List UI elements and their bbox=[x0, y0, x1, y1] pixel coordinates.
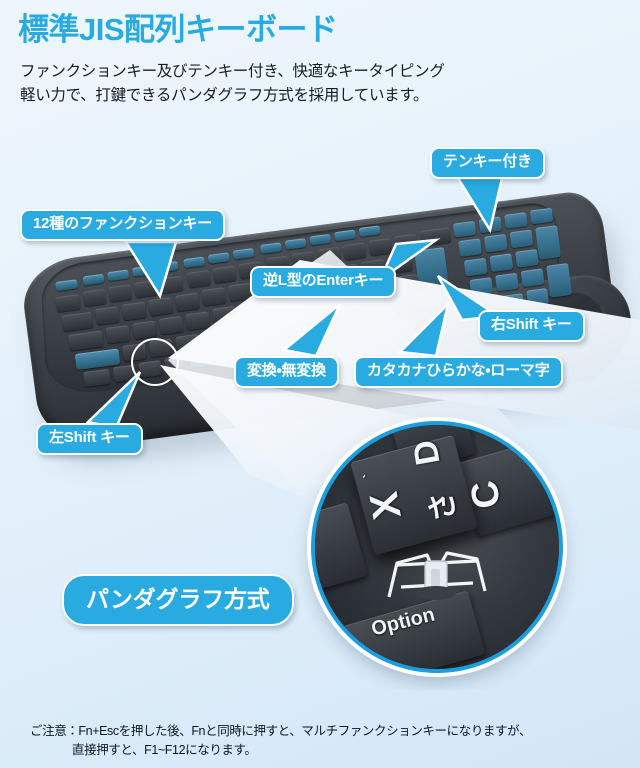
key-numpad-enter bbox=[546, 263, 573, 298]
subtitle-line-1: ファンクションキー及びテンキー付き、快適なキータイピング bbox=[20, 63, 445, 80]
key-6 bbox=[212, 265, 237, 284]
key-numpad-7 bbox=[458, 238, 483, 258]
key-numpad-3 bbox=[520, 268, 545, 288]
key-s bbox=[132, 320, 158, 340]
key-numpad-6 bbox=[515, 248, 539, 268]
key-capslock bbox=[68, 330, 104, 351]
callout-left-shift[interactable]: 左Shift キー bbox=[36, 423, 143, 455]
key-tab bbox=[61, 311, 94, 332]
product-photo: ˋ X さ C D Option 12種の bbox=[0, 130, 640, 690]
key-a bbox=[105, 324, 131, 344]
footnote: ご注意：Fn+Escを押した後、Fnと同時に押すと、マルチファンクションキーにな… bbox=[30, 722, 531, 760]
key-hankaku bbox=[55, 294, 81, 313]
key-g bbox=[211, 305, 237, 325]
callout-right-shift[interactable]: 右Shift キー bbox=[478, 310, 585, 342]
callout-numpad[interactable]: テンキー付き bbox=[430, 147, 545, 179]
key-h bbox=[238, 301, 264, 321]
callout-function-keys[interactable]: 12種のファンクションキー bbox=[20, 209, 226, 241]
callout-tail-katakana bbox=[397, 302, 450, 358]
subtitle-line-2: 軽い力で、打鍵できるパンダグラフ方式を採用しています。 bbox=[20, 87, 429, 105]
callout-katakana[interactable]: カタカナひらかな・ローマ字 bbox=[354, 356, 563, 388]
callout-tail-numpad bbox=[455, 176, 504, 234]
key-1 bbox=[82, 288, 107, 307]
key-f8 bbox=[260, 242, 283, 255]
key-w bbox=[121, 301, 147, 321]
key-f12 bbox=[358, 225, 381, 237]
key-minus bbox=[342, 242, 367, 261]
key-numpad-8 bbox=[483, 233, 508, 253]
key-alt-right bbox=[363, 321, 388, 340]
key-v bbox=[201, 329, 227, 349]
callout-tail-henkan bbox=[282, 303, 342, 358]
key-f10 bbox=[309, 233, 332, 246]
page-title: 標準JIS配列キーボード bbox=[18, 12, 338, 47]
key-b bbox=[228, 323, 254, 343]
key-slash bbox=[361, 300, 387, 320]
key-f11 bbox=[333, 229, 356, 242]
key-f6 bbox=[207, 252, 230, 264]
key-0 bbox=[317, 246, 341, 265]
footnote-line-1: ご注意：Fn+Escを押した後、Fnと同時に押すと、マルチファンクションキーにな… bbox=[30, 724, 532, 738]
key-esc bbox=[55, 279, 79, 292]
page-subtitle: ファンクションキー及びテンキー付き、快適なキータイピング 軽い力で、打鍵できるパ… bbox=[20, 60, 445, 108]
key-f1 bbox=[82, 273, 105, 286]
key-q bbox=[94, 306, 120, 326]
footnote-line-2: 直接押すと、F1~F12になります。 bbox=[72, 742, 257, 757]
key-5 bbox=[187, 269, 211, 288]
callout-enter-key[interactable]: 逆L型のEnterキー bbox=[250, 266, 397, 298]
key-f7 bbox=[232, 247, 255, 260]
key-numpad-decimal bbox=[526, 287, 550, 307]
magnified-key-detail: ˋ X さ C D Option bbox=[311, 421, 563, 673]
key-numpad-plus bbox=[535, 225, 562, 260]
key-f bbox=[185, 311, 211, 331]
callout-pantograph[interactable]: パンダグラフ方式 bbox=[62, 574, 294, 626]
pantograph-mechanism-icon bbox=[387, 551, 487, 600]
key-n bbox=[255, 319, 280, 339]
key-f9 bbox=[284, 238, 307, 250]
key-c bbox=[175, 333, 201, 353]
key-d bbox=[158, 315, 184, 335]
callout-tail-function-keys bbox=[123, 240, 178, 300]
key-muhenkan bbox=[189, 349, 218, 369]
callout-henkan[interactable]: 変換・無変換 bbox=[234, 356, 339, 388]
key-t bbox=[201, 287, 227, 306]
key-numpad-minus bbox=[529, 207, 554, 225]
